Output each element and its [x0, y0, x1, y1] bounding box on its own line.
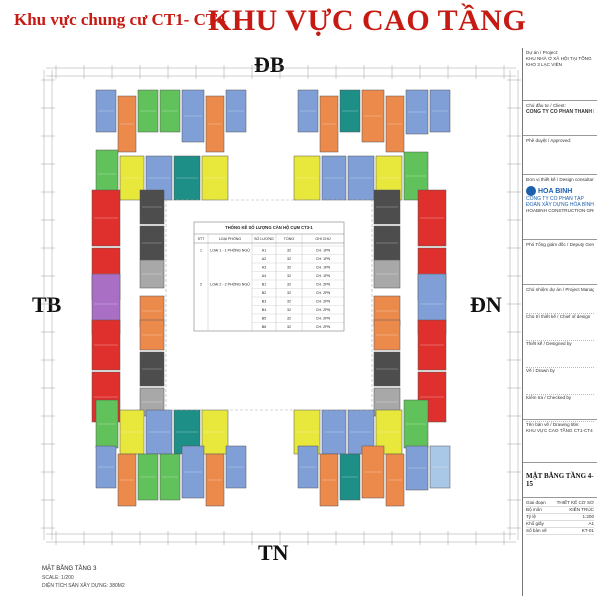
table-cell: CH. 1PN	[316, 257, 331, 261]
tb-client-name: CÔNG TY CỔ PHẦN THÀNH HOLDING	[526, 109, 594, 115]
table-cell: 32	[287, 300, 291, 304]
tb-design-company-en: HOABINH CONSTRUCTION GROUP JSC	[526, 208, 594, 213]
tb-role: Thiết kế / Designed by	[526, 341, 594, 368]
title-block: Dự án / Project: KHU NHÀ Ở XÃ HỘI TẠI TỔ…	[522, 48, 597, 596]
tb-role: Chủ trì thiết kế / Chief of design	[526, 314, 594, 341]
compass-north: ĐB	[254, 52, 285, 77]
compass-east: ĐN	[470, 292, 502, 317]
tb-approval-label: Phê duyệt / Approved:	[526, 138, 572, 143]
design-logo-text: HOA BINH	[538, 187, 573, 195]
tb-meta-value: 1:200	[582, 514, 595, 519]
tb-meta-value: KIẾN TRÚC	[569, 507, 594, 512]
table-header: STT	[198, 237, 206, 241]
table-cell: CH. 2PN	[316, 308, 331, 312]
hoabinh-logo-icon	[526, 186, 536, 196]
table-cell: CH. 2PN	[316, 317, 331, 321]
tb-meta-key: Khổ giấy	[526, 521, 544, 526]
table-cell: 32	[287, 266, 291, 270]
tb-design-company: CÔNG TY CỔ PHẦN TẬP ĐOÀN XÂY DỰNG HÒA BÌ…	[526, 196, 594, 208]
table-cell: 1	[200, 249, 202, 253]
dimension-lines	[41, 65, 521, 545]
table-cell: CH. 2PN	[316, 325, 331, 329]
tb-project-text: KHU NHÀ Ở XÃ HỘI TẠI TỔNG KHO 3 LẠC VIÊN	[526, 56, 592, 67]
table-cell: B3	[262, 300, 266, 304]
table-cell: 32	[287, 249, 291, 253]
table-frame	[193, 221, 345, 332]
table-cell: B2	[262, 291, 266, 295]
plan-label: MẶT BẰNG TẦNG 3	[42, 566, 97, 572]
tb-deputy-label: Phó Tổng giám đốc / Deputy General direc…	[526, 242, 594, 247]
table-cell: CH. 2PN	[316, 291, 331, 295]
tb-meta-value: THIẾT KẾ CƠ SỞ	[556, 500, 594, 505]
compass-south: TN	[258, 540, 289, 565]
table-header: GHI CHÚ	[315, 236, 331, 241]
tb-sheet-title: MẶT BẰNG TẦNG 4-15	[526, 472, 594, 488]
table-cell: B4	[262, 308, 266, 312]
tb-meta-value: KT-01	[581, 528, 594, 533]
subtitle: Khu vực chung cư CT1- CT4	[14, 10, 226, 29]
table-cell: CH. 1PN	[316, 274, 331, 278]
table-header: SỐ LƯỢNG	[254, 236, 274, 241]
tb-meta-row: Tỷ lệ 1:200	[526, 514, 594, 521]
tb-meta-key: Giai đoạn	[526, 500, 546, 505]
table-cell: 32	[287, 317, 291, 321]
table-cell: LOẠI 1 - 1 PHÒNG NGỦ	[210, 248, 250, 253]
tb-meta-key: Số bản vẽ	[526, 528, 547, 533]
table-title: THỐNG KÊ SỐ LƯỢNG CĂN HỘ CỤM CT3-1	[225, 225, 313, 230]
table-cell: CH. 2PN	[316, 283, 331, 287]
tb-meta-row: Bộ môn KIẾN TRÚC	[526, 507, 594, 514]
table-cell: 32	[287, 257, 291, 261]
tb-meta-key: Bộ môn	[526, 507, 542, 512]
table-header: TỔNG	[284, 236, 295, 241]
compass-west: TB	[32, 292, 62, 317]
table-cell: CH. 1PN	[316, 249, 331, 253]
table-cell: CH. 2PN	[316, 300, 331, 304]
tb-drawing-label: Tên bản vẽ / Drawing title:	[526, 422, 580, 427]
plan-scale: SCALE: 1/200	[42, 575, 74, 581]
tb-meta-row: Giai đoạn THIẾT KẾ CƠ SỞ	[526, 500, 594, 507]
plan-area-note: DIỆN TÍCH SÀN XÂY DỰNG: 380M2	[42, 583, 125, 589]
tb-client-label: Chủ đầu tư / Client:	[526, 103, 566, 108]
tb-role: Vẽ / Drawn by	[526, 368, 594, 395]
table-cell: B1	[262, 283, 266, 287]
tb-design-label: Đơn vị thiết kế / Design consultant:	[526, 177, 594, 182]
table-cell: A1	[262, 249, 266, 253]
tb-meta: Giai đoạn THIẾT KẾ CƠ SỞ Bộ môn KIẾN TRÚC Tỷ…	[523, 498, 597, 537]
table-cell: 32	[287, 325, 291, 329]
table-cell: 32	[287, 283, 291, 287]
table-cell: 32	[287, 308, 291, 312]
tb-role: Chủ nhiệm dự án / Project Manager	[526, 287, 594, 314]
tb-role: Kiểm tra / Checked by	[526, 395, 594, 422]
table-cell: LOẠI 2 - 2 PHÒNG NGỦ	[210, 282, 250, 287]
table-cell: CH. 1PN	[316, 266, 331, 270]
table-cell: A4	[262, 274, 266, 278]
tb-meta-row: Số bản vẽ KT-01	[526, 528, 594, 535]
table-cell: 32	[287, 274, 291, 278]
table-cell: A2	[262, 257, 266, 261]
tb-project-label: Dự án / Project:	[526, 50, 559, 55]
table-cell: A3	[262, 266, 266, 270]
table-cell: B6	[262, 325, 266, 329]
tb-meta-row: Khổ giấy A1	[526, 521, 594, 528]
tb-meta-value: A1	[588, 521, 594, 526]
table-cell: 32	[287, 291, 291, 295]
page-title: KHU VỰC CAO TẦNG	[208, 4, 527, 37]
table-cell: 2	[200, 283, 202, 287]
table-cell: B5	[262, 317, 266, 321]
table-header: LOẠI PHÒNG	[219, 236, 242, 241]
apartment-units	[91, 89, 451, 507]
tb-meta-key: Tỷ lệ	[526, 514, 536, 519]
courtyard-outline	[165, 199, 373, 411]
tb-drawing-text: KHU VỰC CAO TẦNG CT1-CT4	[526, 428, 593, 433]
